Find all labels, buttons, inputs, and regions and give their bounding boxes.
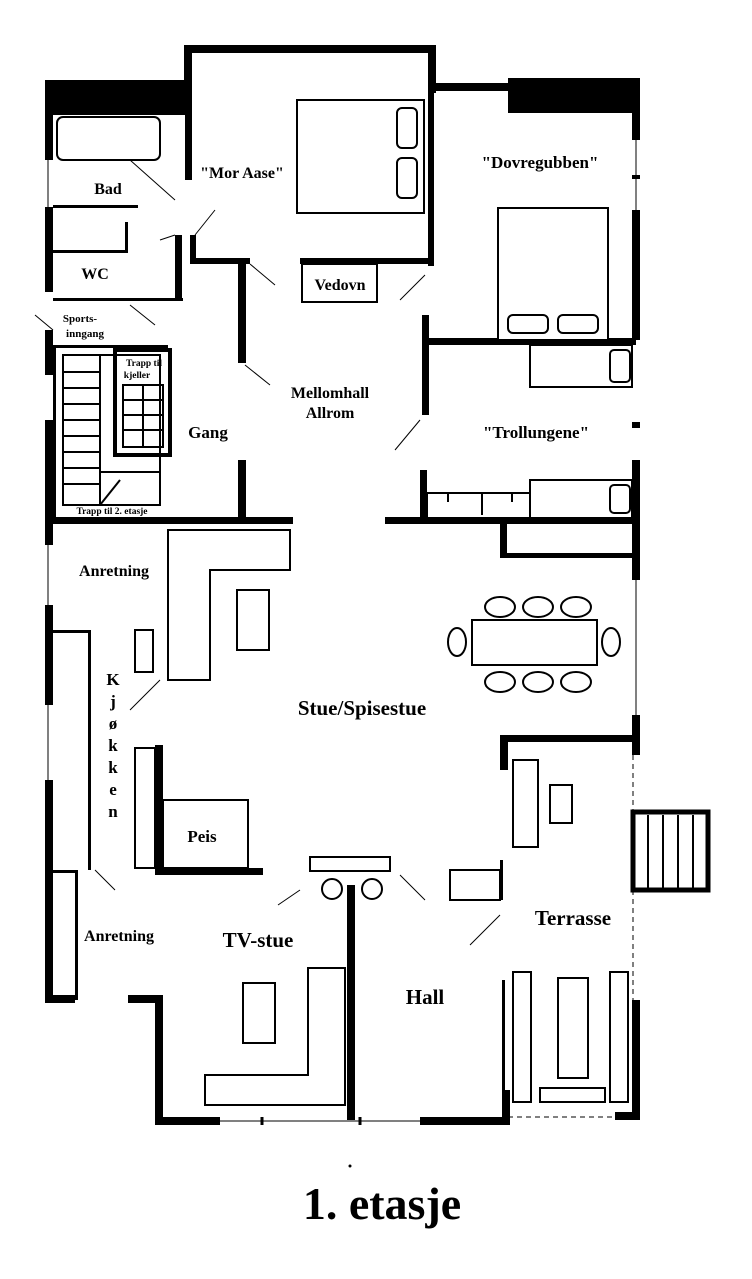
label-kjokken-7: n [108,802,118,821]
label-anretning-top: Anretning [79,563,149,580]
label-stue: Stue/Spisestue [298,696,426,720]
terrace-stairs [630,809,711,893]
label-trapp-kjeller-2: kjeller [124,371,151,381]
label-anretning-bottom: Anretning [84,928,154,945]
label-terrasse: Terrasse [535,906,611,930]
vedovn [301,263,378,303]
label-kjokken-4: k [108,736,118,755]
interior-walls [53,91,640,1120]
terrace-edge [508,755,634,1118]
label-gang: Gang [188,423,228,442]
label-mellomhall-2: Allrom [306,405,355,422]
label-trapp-kjeller-1: Trapp til [126,359,162,369]
label-kjokken-3: ø [109,714,118,733]
kitchen-counter [167,529,291,681]
stair-basement-steps [122,384,164,448]
label-dovregubben: "Dovregubben" [482,153,599,172]
label-sportsinngang-2: inngang [66,328,104,340]
label-tv-stue: TV-stue [223,928,294,952]
plan-title: 1. etasje [303,1178,461,1229]
label-bad: Bad [94,181,122,198]
label-trapp-2-etasje: Trapp til 2. etasje [76,507,147,517]
label-sportsinngang-1: Sports- [63,313,98,325]
label-wc: WC [81,266,109,283]
exterior-walls [45,45,640,1125]
label-vedovn: Vedovn [315,277,366,294]
label-kjokken-5: k [108,758,118,777]
label-kjokken-1: K [106,670,120,689]
bathtub [56,116,161,161]
dining-table [471,619,598,666]
label-mellomhall-1: Mellomhall [291,385,370,402]
peis [162,799,249,869]
windows [47,47,637,1125]
furniture [56,99,633,1106]
stair-upper-floor [62,354,161,506]
tv-sofa [204,967,346,1106]
label-peis: Peis [187,827,217,846]
label-trollungene: "Trollungene" [483,423,589,442]
door-swings [34,159,501,946]
label-kjokken-2: j [109,692,116,711]
label-kjokken-6: e [109,780,117,799]
label-mor-aase: "Mor Aase" [200,165,284,182]
room-labels: Bad WC Sports- inngang "Mor Aase" Vedovn… [63,153,611,1009]
label-hall: Hall [406,985,445,1009]
dot-mark [348,1164,352,1168]
closet [426,492,530,520]
